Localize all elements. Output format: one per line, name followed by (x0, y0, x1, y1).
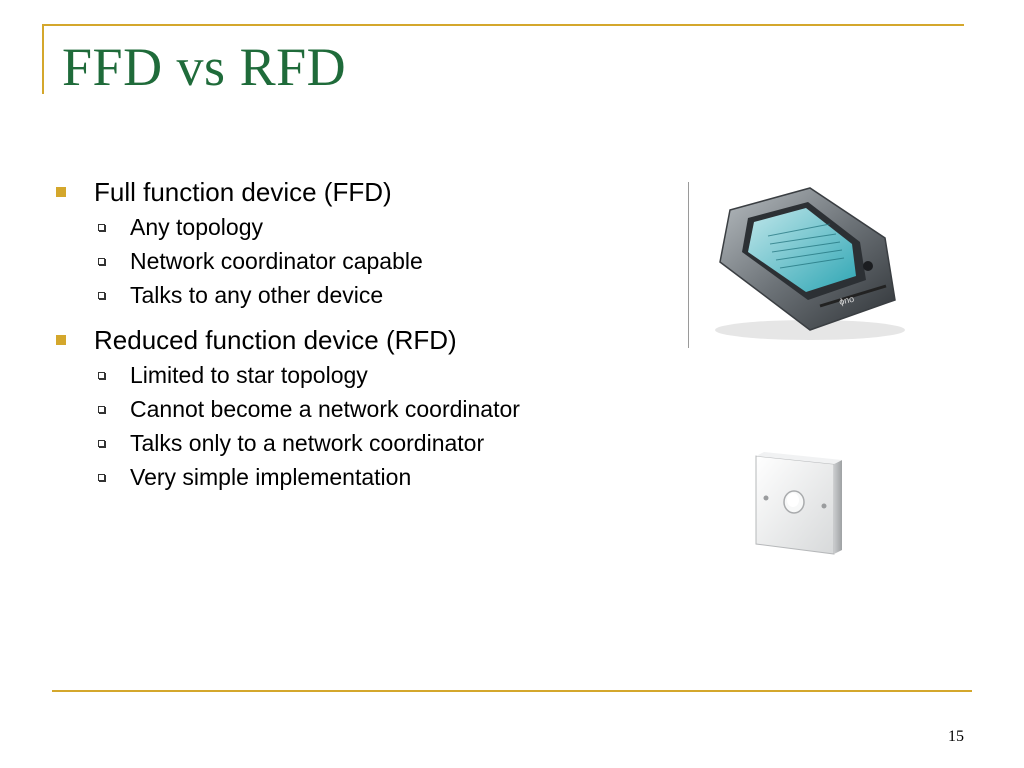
hollow-square-bullet-icon (98, 474, 105, 481)
sub-bullet-item: Any topology (56, 210, 656, 244)
bullet-label: Reduced function device (RFD) (94, 325, 457, 355)
sub-bullet-label: Any topology (130, 214, 263, 240)
wall-switch-image (750, 450, 850, 560)
hollow-square-bullet-icon (98, 258, 105, 265)
title-frame-top-line (42, 24, 964, 26)
sub-bullet-item: Limited to star topology (56, 358, 656, 392)
sub-bullet-item: Network coordinator capable (56, 244, 656, 278)
sub-bullet-item: Very simple implementation (56, 460, 656, 494)
sub-bullet-item: Talks only to a network coordinator (56, 426, 656, 460)
hollow-square-bullet-icon (98, 406, 105, 413)
footer-divider (52, 690, 972, 692)
sub-bullet-label: Cannot become a network coordinator (130, 396, 520, 422)
hollow-square-bullet-icon (98, 224, 105, 231)
sub-bullet-label: Very simple implementation (130, 464, 412, 490)
bullet-content: Full function device (FFD) Any topology … (56, 176, 656, 506)
bullet-group-ffd: Full function device (FFD) Any topology … (56, 176, 656, 312)
hollow-square-bullet-icon (98, 372, 105, 379)
title-frame-left-line (42, 24, 44, 94)
hollow-square-bullet-icon (98, 292, 105, 299)
sub-bullet-label: Limited to star topology (130, 362, 368, 388)
image-divider (688, 182, 689, 348)
pda-device-image: ϕno (690, 180, 910, 350)
sub-bullet-item: Talks to any other device (56, 278, 656, 312)
square-bullet-icon (56, 187, 66, 197)
bullet-label: Full function device (FFD) (94, 177, 392, 207)
sub-bullet-label: Talks only to a network coordinator (130, 430, 485, 456)
bullet-item: Full function device (FFD) (56, 176, 656, 208)
sub-bullet-item: Cannot become a network coordinator (56, 392, 656, 426)
svg-text:ϕno: ϕno (838, 294, 855, 307)
bullet-group-rfd: Reduced function device (RFD) Limited to… (56, 324, 656, 494)
hollow-square-bullet-icon (98, 440, 105, 447)
page-number: 15 (948, 728, 964, 745)
sub-bullet-label: Talks to any other device (130, 282, 384, 308)
slide-title: FFD vs RFD (62, 37, 347, 97)
sub-bullet-label: Network coordinator capable (130, 248, 423, 274)
square-bullet-icon (56, 335, 66, 345)
bullet-item: Reduced function device (RFD) (56, 324, 656, 356)
